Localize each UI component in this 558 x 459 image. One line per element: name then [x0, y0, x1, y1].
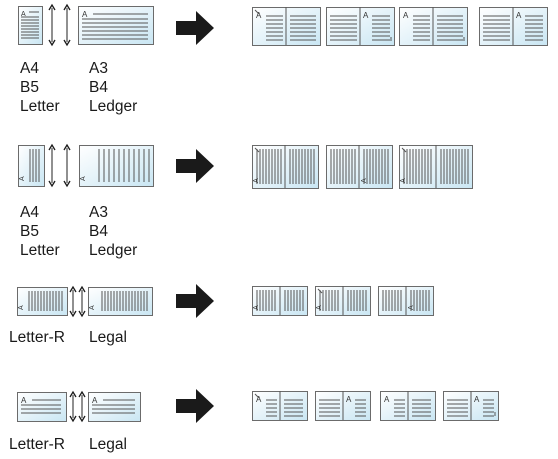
section1-right-double-arrow-head-top — [63, 3, 71, 11]
section2-result-3-corner-mark — [401, 147, 407, 153]
section2-result-2: A — [326, 145, 393, 189]
section3-result-1-letter: A — [253, 305, 260, 310]
section3-arrow-right — [176, 284, 214, 318]
section3-left-label: Letter-R — [9, 329, 65, 346]
section2-small-page-letter: A — [19, 176, 26, 181]
section4-right-double-arrow — [78, 390, 86, 423]
section1-result-1-corner-mark — [254, 9, 260, 15]
section3-right-label: Legal — [89, 329, 127, 346]
section4-left-double-arrow-head-bottom — [69, 415, 77, 423]
section2-left-double-arrow — [48, 143, 56, 188]
section3-left-double-arrow-head-top — [69, 285, 77, 293]
section3-left-double-arrow-head-bottom — [69, 310, 77, 318]
section4-result-1-corner-mark — [254, 393, 260, 399]
section1-left-double-arrow — [48, 3, 56, 47]
section3-right-double-arrow-head-top — [78, 285, 86, 293]
section1-result-1-letter: A — [256, 11, 262, 20]
section3-large-page-letter: A — [89, 305, 96, 310]
section4-right-double-arrow-head-bottom — [78, 415, 86, 423]
section2-left-label-2: B5 — [20, 223, 39, 240]
section3-result-1: A — [252, 286, 308, 316]
section2-small-page-sheet — [18, 145, 45, 187]
section3-right-double-arrow — [78, 285, 86, 318]
section2-right-label-2: B4 — [89, 223, 108, 240]
section2-right-double-arrow-head-top — [63, 143, 71, 151]
section1-arrow-right — [176, 11, 214, 45]
section1-right-label-1: A3 — [89, 60, 108, 77]
section2-result-3: A — [399, 145, 473, 189]
section3-result-2: A — [315, 286, 371, 316]
section4-result-2: A — [315, 391, 371, 421]
section4-left-label: Letter-R — [9, 436, 65, 453]
section1-right-double-arrow — [63, 3, 71, 47]
section4-result-3-letter: A — [384, 395, 390, 404]
section1-right-double-arrow-head-bottom — [63, 39, 71, 47]
section2-right-label-3: Ledger — [89, 242, 138, 259]
section3-result-2-corner-mark — [317, 288, 323, 294]
section1-left-label-3: Letter — [20, 98, 60, 115]
section2-left-label-1: A4 — [20, 204, 39, 221]
section1-small-page-letter: A — [21, 11, 26, 18]
section2-left-double-arrow-head-top — [48, 143, 56, 151]
section4-result-4: A — [443, 391, 499, 421]
section2-result-3-letter: A — [400, 178, 407, 183]
section1-result-4-letter: A — [516, 11, 522, 20]
section2-right-double-arrow-head-bottom — [63, 180, 71, 188]
section4-arrow-right — [176, 389, 214, 423]
section1-result-2-letter: A — [363, 11, 369, 20]
section4-result-3: A — [380, 391, 436, 421]
section1-left-double-arrow-head-bottom — [48, 39, 56, 47]
section4-left-double-arrow — [69, 390, 77, 423]
section2-arrow-right — [176, 149, 214, 183]
section4-right-label: Legal — [89, 436, 127, 453]
section4-small-page-letter: A — [21, 396, 27, 405]
section2-result-1: A — [252, 145, 319, 189]
section2-left-double-arrow-head-bottom — [48, 180, 56, 188]
section4-large-page-sheet — [88, 392, 141, 422]
section1-right-label-3: Ledger — [89, 98, 138, 115]
section3-result-2-letter: A — [316, 305, 323, 310]
section1-large-page-letter: A — [82, 10, 88, 19]
section1-left-label-2: B5 — [20, 79, 39, 96]
section2-result-2-letter: A — [361, 178, 368, 183]
section4-large-page-letter: A — [92, 396, 98, 405]
section1-large-page-sheet — [78, 6, 154, 45]
section1-result-1: A — [252, 7, 321, 46]
section3-left-double-arrow — [69, 285, 77, 318]
section2-large-page-sheet — [79, 145, 154, 187]
section4-small-page-sheet — [17, 392, 67, 422]
section3-right-double-arrow-head-bottom — [78, 310, 86, 318]
section1-right-label-2: B4 — [89, 79, 108, 96]
section1-result-3-letter: A — [403, 11, 409, 20]
section3-result-3-letter: A — [408, 305, 415, 310]
section1-left-double-arrow-head-top — [48, 3, 56, 11]
section4-result-4-letter: A — [474, 395, 480, 404]
section3-small-page-letter: A — [18, 305, 25, 310]
section2-right-label-1: A3 — [89, 204, 108, 221]
section1-result-4: A — [479, 7, 548, 46]
section2-left-label-3: Letter — [20, 242, 60, 259]
section2-result-1-corner-mark — [254, 147, 260, 153]
section3-small-page-sheet — [17, 287, 68, 316]
section2-right-double-arrow — [63, 143, 71, 188]
section1-left-label-1: A4 — [20, 60, 39, 77]
section1-result-3: A — [399, 7, 468, 46]
section4-result-2-letter: A — [346, 395, 352, 404]
section1-result-2: A — [326, 7, 395, 46]
section4-left-double-arrow-head-top — [69, 390, 77, 398]
section2-result-1-letter: A — [253, 178, 260, 183]
section4-result-1: A — [252, 391, 308, 421]
section2-large-page-letter: A — [80, 176, 87, 181]
section4-right-double-arrow-head-top — [78, 390, 86, 398]
section3-result-3: A — [378, 286, 434, 316]
section4-result-1-letter: A — [256, 395, 262, 404]
